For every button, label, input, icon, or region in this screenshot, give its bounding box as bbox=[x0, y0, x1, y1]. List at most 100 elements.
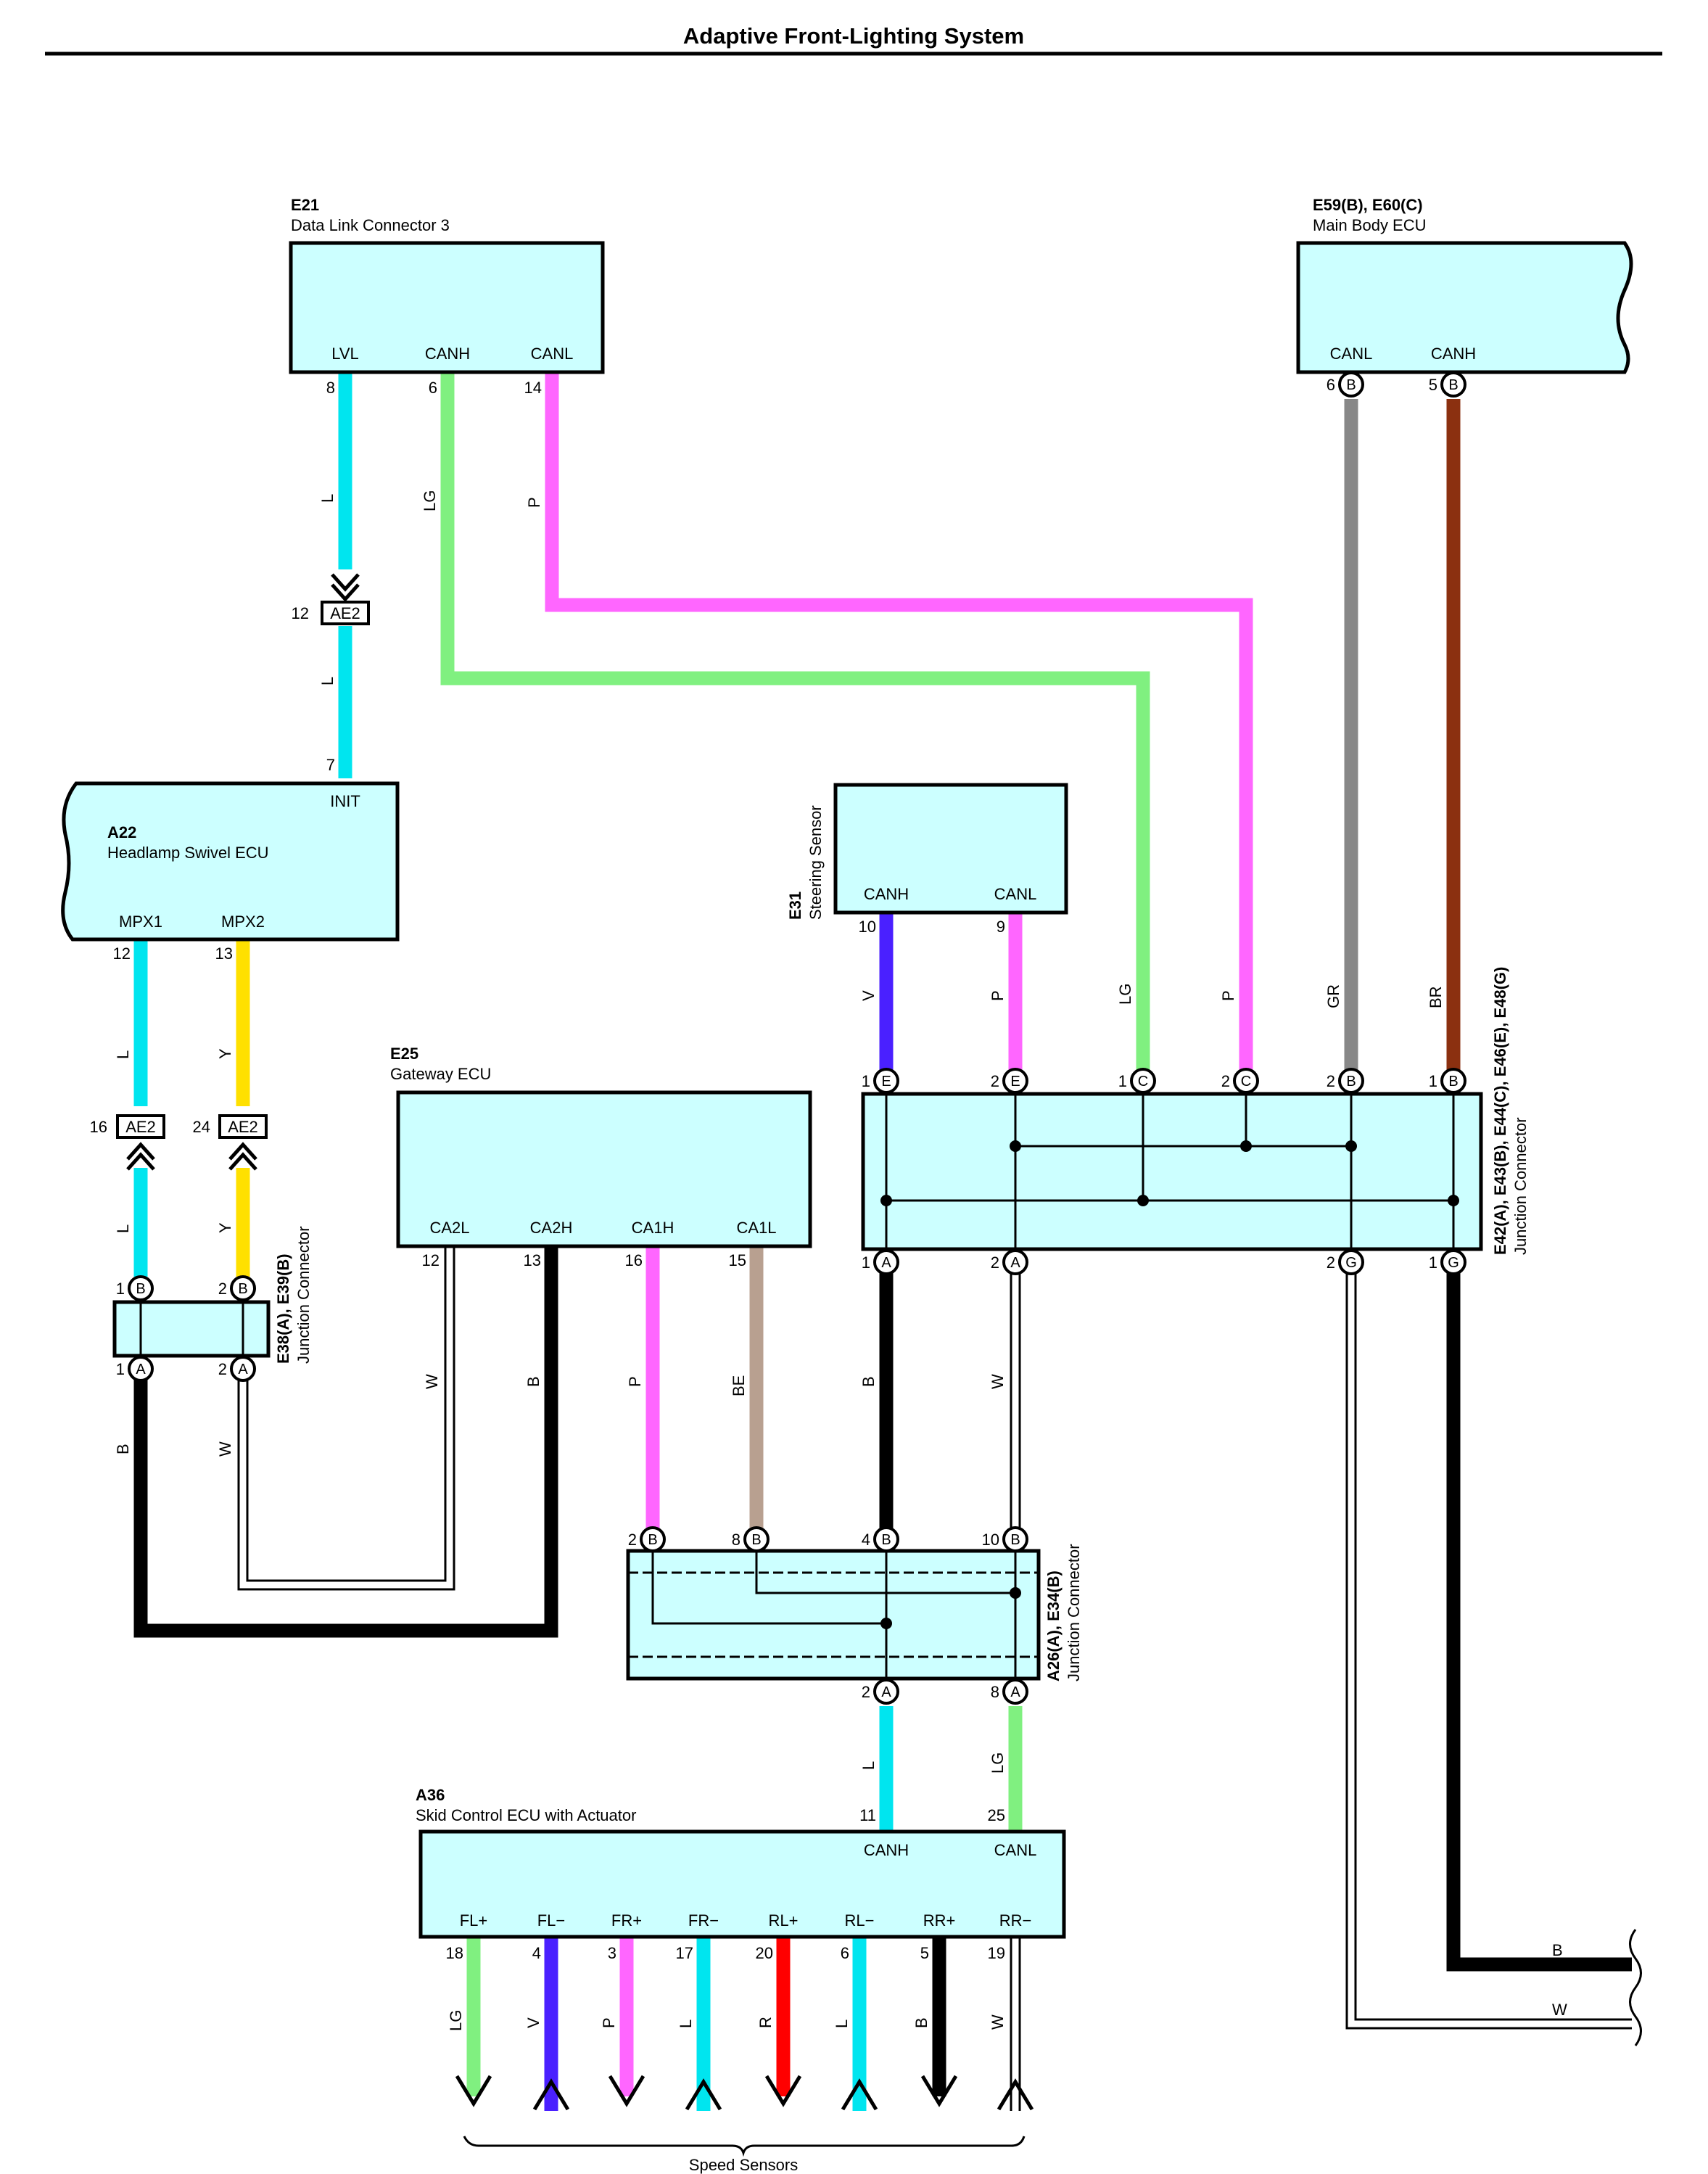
a26-internal bbox=[628, 1551, 1039, 1679]
e21-pin-canh: CANH bbox=[425, 345, 470, 363]
cavity-circle bbox=[1002, 1526, 1028, 1552]
speed-sensors-bracket bbox=[463, 2136, 1026, 2157]
a36-pin-fl-plus: FL+ bbox=[460, 1911, 488, 1930]
wire-break-icon bbox=[1629, 1929, 1642, 2046]
pin-number: 1 bbox=[116, 1280, 125, 1298]
cavity-circle bbox=[1002, 1679, 1028, 1705]
cavity-letter: B bbox=[648, 1532, 657, 1548]
e25-gateway-ecu bbox=[396, 1090, 812, 1248]
e21-data-link-connector bbox=[289, 241, 605, 374]
arrow-down-icon bbox=[920, 2075, 958, 2107]
speed-sensors-label: Speed Sensors bbox=[689, 2156, 798, 2174]
wire-e42-g2-fill bbox=[1348, 1273, 1632, 2027]
cavity-circle bbox=[230, 1356, 256, 1382]
pin-number: 8 bbox=[326, 379, 335, 397]
wire-label: LG bbox=[421, 490, 439, 511]
pin-number: 2 bbox=[218, 1360, 227, 1378]
e21-name: Data Link Connector 3 bbox=[291, 216, 450, 234]
connector-cavity-e42-g2: G2 bbox=[1327, 1249, 1364, 1275]
a22-pin-mpx2: MPX2 bbox=[221, 913, 265, 931]
connector-cavity-e38-a1: A1 bbox=[116, 1356, 154, 1382]
pin-number: 4 bbox=[862, 1531, 870, 1549]
a22-name: Headlamp Swivel ECU bbox=[107, 844, 269, 862]
arrow-up-icon bbox=[685, 2078, 722, 2111]
wire-label: P bbox=[989, 990, 1007, 1001]
a22-pin-init: INIT bbox=[330, 792, 360, 810]
a26-name: Junction Connector bbox=[1065, 1544, 1083, 1681]
wire-label: P bbox=[626, 1376, 644, 1387]
pin-number: 1 bbox=[116, 1360, 125, 1378]
pin-number: 6 bbox=[841, 1944, 849, 1962]
cavity-circle bbox=[1338, 1249, 1364, 1275]
e25-pin-ca1h: CA1H bbox=[632, 1219, 674, 1237]
pin-number: 16 bbox=[90, 1118, 107, 1136]
connector-cavity-e42-e2: E2 bbox=[991, 1068, 1028, 1094]
wire-label: P bbox=[525, 497, 543, 508]
wire-label: L bbox=[859, 1761, 878, 1770]
cavity-circle bbox=[1440, 1249, 1466, 1275]
e25-code: E25 bbox=[390, 1045, 418, 1063]
wire-label: P bbox=[1219, 990, 1237, 1001]
cavity-circle bbox=[1233, 1068, 1259, 1094]
wire-label: B bbox=[114, 1444, 132, 1454]
wire-label: B bbox=[912, 2017, 931, 2028]
wire-e38-a1-e25-ca2h bbox=[133, 1246, 558, 1638]
pin-number: 14 bbox=[524, 379, 542, 397]
connector-cavity-e42-a2: A2 bbox=[991, 1249, 1028, 1275]
connector-cavity-a26-b10: B10 bbox=[982, 1526, 1028, 1552]
wire-label: L bbox=[833, 2019, 851, 2028]
pin-number: 13 bbox=[524, 1251, 541, 1269]
e25-pin-ca1l: CA1L bbox=[736, 1219, 776, 1237]
cavity-circle bbox=[230, 1275, 256, 1301]
a36-pin-fr-plus: FR+ bbox=[611, 1911, 642, 1930]
cavity-circle bbox=[873, 1249, 899, 1275]
pin-number: 2 bbox=[862, 1683, 870, 1701]
cavity-circle bbox=[128, 1275, 154, 1301]
a36-pin-canl: CANL bbox=[994, 1841, 1037, 1859]
e59-code: E59(B), E60(C) bbox=[1313, 196, 1423, 214]
e42-code: E42(A), E43(B), E44(C), E46(E), E48(G) bbox=[1491, 967, 1509, 1255]
wire-label: LG bbox=[1116, 984, 1134, 1005]
pin-number: 2 bbox=[991, 1253, 999, 1272]
a36-pin-fr-minus: FR− bbox=[688, 1911, 719, 1930]
cavity-letter: G bbox=[1345, 1255, 1357, 1271]
cavity-circle bbox=[743, 1526, 770, 1552]
ae2-label: AE2 bbox=[228, 1118, 258, 1136]
wire-label: GR bbox=[1324, 984, 1342, 1008]
e21-pin-canl: CANL bbox=[531, 345, 574, 363]
cavity-circle bbox=[1338, 371, 1364, 398]
cavity-circle bbox=[1440, 371, 1466, 398]
wire-label: Y bbox=[216, 1048, 234, 1059]
wire-e21-canh bbox=[440, 374, 1150, 1070]
cavity-letter: C bbox=[1241, 1074, 1251, 1090]
connector-cavity-e59-canl: B6 bbox=[1327, 371, 1364, 398]
pin-number: 5 bbox=[920, 1944, 929, 1962]
connector-cavity-a26-b2: B2 bbox=[628, 1526, 666, 1552]
wire-e42-g2 bbox=[1345, 1273, 1632, 2030]
cavity-letter: E bbox=[1010, 1074, 1020, 1090]
a36-skid-control-ecu bbox=[418, 1829, 1066, 1939]
pin-number: 20 bbox=[756, 1944, 773, 1962]
e59-name: Main Body ECU bbox=[1313, 216, 1427, 234]
ae2-label: AE2 bbox=[330, 604, 360, 622]
cavity-letter: A bbox=[1010, 1255, 1020, 1271]
wire-label: V bbox=[524, 2017, 542, 2028]
pin-number: 1 bbox=[1118, 1072, 1127, 1090]
connector-cavity-e59-canh: B5 bbox=[1429, 371, 1466, 398]
a36-pin-canh: CANH bbox=[864, 1841, 909, 1859]
connector-cavity-a26-a8: A8 bbox=[991, 1679, 1028, 1705]
wire-label: R bbox=[756, 2017, 775, 2028]
pin-number: 2 bbox=[1221, 1072, 1230, 1090]
arrow-up-icon bbox=[841, 2078, 878, 2111]
cavity-letter: B bbox=[751, 1532, 761, 1548]
cavity-circle bbox=[873, 1526, 899, 1552]
wire-label: BR bbox=[1427, 986, 1445, 1008]
ae2-connector-16: AE2 16 bbox=[90, 1114, 165, 1171]
wire-label-exit-b: B bbox=[1552, 1941, 1563, 1959]
a36-pin-rl-minus: RL− bbox=[845, 1911, 875, 1930]
pin-number: 8 bbox=[732, 1531, 740, 1549]
e42-name: Junction Connector bbox=[1511, 1117, 1530, 1255]
e31-pin-canl: CANL bbox=[994, 885, 1037, 903]
wire-label: W bbox=[989, 1374, 1007, 1389]
e21-pin-lvl: LVL bbox=[331, 345, 359, 363]
